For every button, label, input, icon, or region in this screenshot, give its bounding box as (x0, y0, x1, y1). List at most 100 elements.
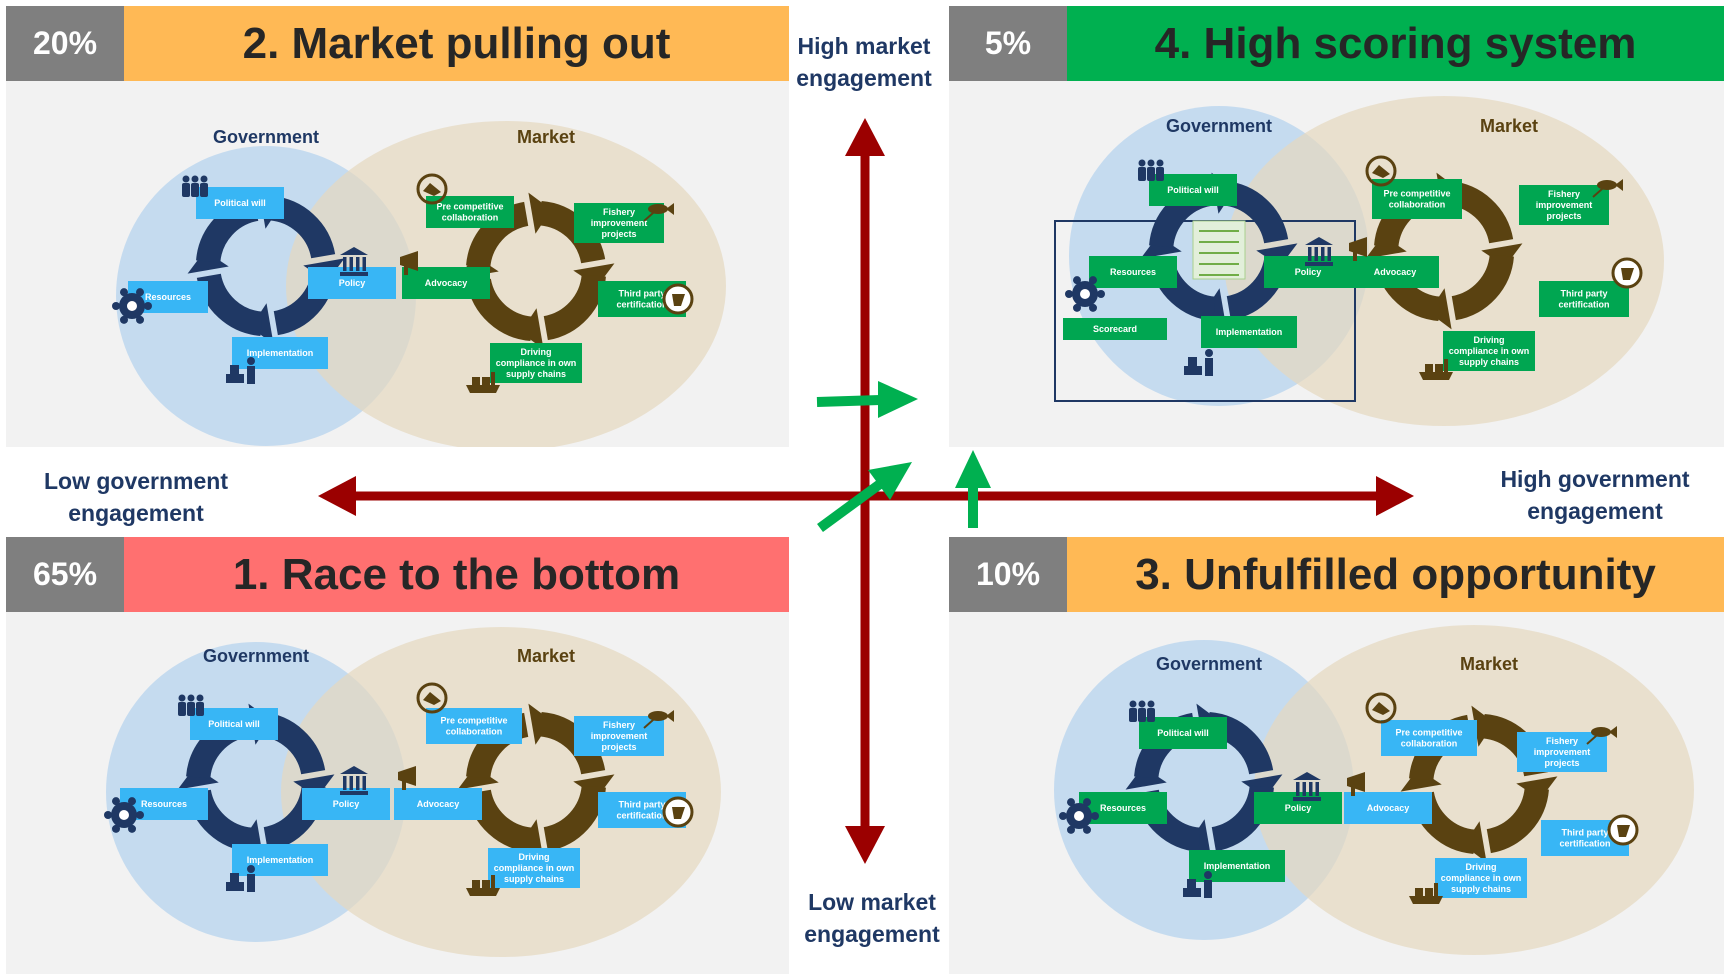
building-column (1321, 247, 1325, 261)
megaphone-handle (402, 780, 406, 790)
box-label: Implementation (1216, 327, 1283, 337)
scorecard-box: Scorecard (1063, 318, 1167, 340)
resources-box: Resources (1079, 792, 1167, 824)
market-label: Market (1480, 116, 1538, 136)
box-label: certification (616, 300, 667, 310)
cycle-arrowhead (293, 774, 335, 798)
cycle-arrowhead (528, 192, 552, 234)
building-roof (340, 247, 368, 255)
ship-hull (466, 888, 500, 896)
implementation-box: Implementation (1189, 850, 1285, 882)
scorecard-icon (1192, 220, 1246, 280)
axis-label-low-government: Low government engagement (20, 465, 252, 529)
ship-container (1425, 888, 1433, 896)
ship-container (482, 880, 490, 888)
implementation-box: Implementation (232, 844, 328, 876)
box-label: supply chains (504, 874, 564, 884)
ship-icon (466, 372, 500, 393)
megaphone-icon (1349, 237, 1367, 261)
building-column (356, 257, 360, 271)
person-body (182, 183, 190, 197)
resources-node (1067, 798, 1075, 807)
megaphone-icon (1347, 772, 1365, 796)
axis-label-high-market: High market engagement (778, 30, 950, 94)
box-label: projects (1544, 758, 1579, 768)
government-label: Government (203, 646, 309, 666)
building-column (343, 776, 347, 790)
box-label: improvement (1536, 200, 1593, 210)
quadrant-unfulfilled-opportunity: 10% 3. Unfulfilled opportunity Governmen… (949, 537, 1724, 974)
crate (226, 882, 235, 891)
government-label: Government (1156, 654, 1262, 674)
fish-icon (643, 203, 674, 222)
box-background (426, 708, 522, 744)
handshake-ring (1365, 155, 1397, 187)
box-label: compliance in own (1441, 873, 1522, 883)
box-label: Policy (333, 799, 360, 809)
horizontal-axis-arrow (318, 476, 1414, 516)
ship-icon (466, 875, 500, 896)
resources-icon (1059, 798, 1099, 834)
ship-container (1435, 364, 1443, 372)
building-base (1293, 797, 1321, 801)
advocacy-box: Advocacy (1351, 256, 1439, 288)
box-background (394, 788, 482, 820)
handshake-ring (416, 682, 448, 714)
ship-container (472, 880, 480, 888)
ship-mast (1434, 883, 1438, 896)
resources-icon (1065, 276, 1105, 312)
box-label: Fishery (603, 207, 635, 217)
fish-icon (1592, 179, 1623, 198)
government-label: Government (213, 127, 319, 147)
cycle-arrowhead (573, 774, 615, 798)
building-column (1327, 247, 1331, 261)
political-will-box: Political will (1139, 717, 1227, 749)
crate (226, 374, 235, 383)
box-label: Advocacy (425, 278, 468, 288)
person-body (178, 702, 186, 716)
resources-node (1083, 798, 1091, 807)
box-label: Resources (145, 292, 191, 302)
resources-node (128, 797, 136, 806)
axis-label-line: High market (797, 33, 931, 59)
fish-tail (666, 710, 674, 722)
box-label: certification (1559, 839, 1610, 849)
resources-box: Resources (1089, 256, 1177, 288)
box-label: Political will (1167, 185, 1219, 195)
cycle-arrowhead (1365, 235, 1407, 259)
box-label: projects (1546, 211, 1581, 221)
box-label: Driving (1465, 862, 1496, 872)
person-head (1138, 700, 1146, 708)
market-label: Market (517, 646, 575, 666)
box-background (1372, 179, 1462, 219)
cycle-arrowhead (457, 766, 499, 790)
person-body (1147, 167, 1155, 181)
axis-label-line: engagement (804, 921, 940, 947)
handshake-hands (423, 692, 441, 705)
box-label: Resources (141, 799, 187, 809)
handshake-icon (1365, 155, 1397, 187)
person-head (1138, 159, 1146, 167)
quadrant-title: 2. Market pulling out (124, 6, 789, 81)
resources-node (1089, 276, 1097, 285)
crate (230, 365, 239, 374)
cycle-arrowhead (1463, 821, 1487, 863)
box-label: Driving (1473, 335, 1504, 345)
government-building-icon (340, 766, 368, 795)
box-label: projects (601, 229, 636, 239)
percentage-badge: 20% (6, 6, 124, 81)
box-label: Third party (618, 800, 665, 810)
worker-head (247, 865, 255, 873)
handshake-icon (416, 173, 448, 205)
box-background (1344, 792, 1432, 824)
box-background (1539, 281, 1629, 317)
person-body (1147, 708, 1155, 722)
worker-head (1204, 871, 1212, 879)
